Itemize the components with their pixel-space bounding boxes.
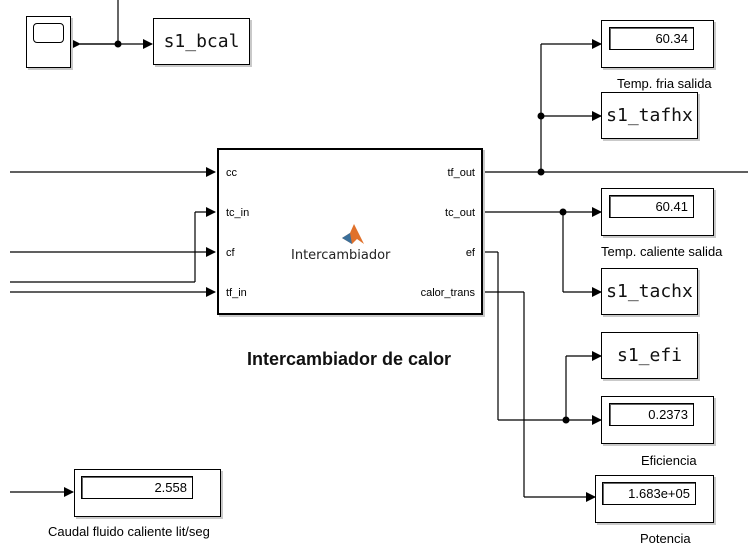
caption-temp-caliente: Temp. caliente salida (601, 244, 723, 259)
display-potencia[interactable]: 1.683e+05 (595, 475, 714, 523)
port-in-tc-in: tc_in (226, 207, 250, 219)
port-out-tc-out: tc_out (445, 207, 475, 219)
goto-tachx-label: s1_tachx (606, 281, 693, 302)
goto-efi-label: s1_efi (616, 345, 683, 366)
port-out-calor-trans: calor_trans (420, 287, 475, 299)
display-temp-caliente-value: 60.41 (609, 195, 694, 218)
port-in-cc: cc (226, 167, 237, 179)
port-out-tf-out: tf_out (447, 167, 475, 179)
display-caudal[interactable]: 2.558 (74, 469, 221, 517)
caption-caudal: Caudal fluido caliente lit/seg (48, 524, 210, 539)
goto-tafhx-label: s1_tafhx (606, 105, 693, 126)
port-in-cf: cf (226, 247, 235, 259)
subsystem-name: Intercambiador (291, 248, 391, 263)
caption-temp-fria: Temp. fria salida (617, 76, 712, 91)
port-in-tf-in: tf_in (226, 287, 247, 299)
caption-potencia: Potencia (640, 531, 691, 546)
goto-bcal-block[interactable]: s1_bcal (153, 18, 250, 65)
goto-efi-block[interactable]: s1_efi (601, 332, 698, 379)
display-eficiencia[interactable]: 0.2373 (601, 396, 714, 444)
intercambiador-subsystem[interactable]: cc tc_in cf tf_in tf_out tc_out ef calor… (217, 148, 483, 315)
matlab-logo-icon (342, 224, 364, 244)
goto-tachx-block[interactable]: s1_tachx (601, 268, 698, 315)
port-out-ef: ef (465, 247, 475, 259)
display-temp-fria[interactable]: 60.34 (601, 20, 714, 68)
scope-screen-icon (33, 23, 64, 43)
display-eficiencia-value: 0.2373 (609, 403, 694, 426)
display-caudal-value: 2.558 (81, 476, 193, 499)
goto-bcal-label: s1_bcal (163, 31, 240, 52)
scope-block[interactable] (26, 16, 71, 68)
display-temp-caliente[interactable]: 60.41 (601, 188, 714, 236)
caption-eficiencia: Eficiencia (641, 453, 697, 468)
goto-tafhx-block[interactable]: s1_tafhx (601, 92, 698, 139)
display-potencia-value: 1.683e+05 (602, 482, 696, 505)
display-temp-fria-value: 60.34 (609, 27, 694, 50)
subsystem-title: Intercambiador de calor (247, 349, 452, 369)
